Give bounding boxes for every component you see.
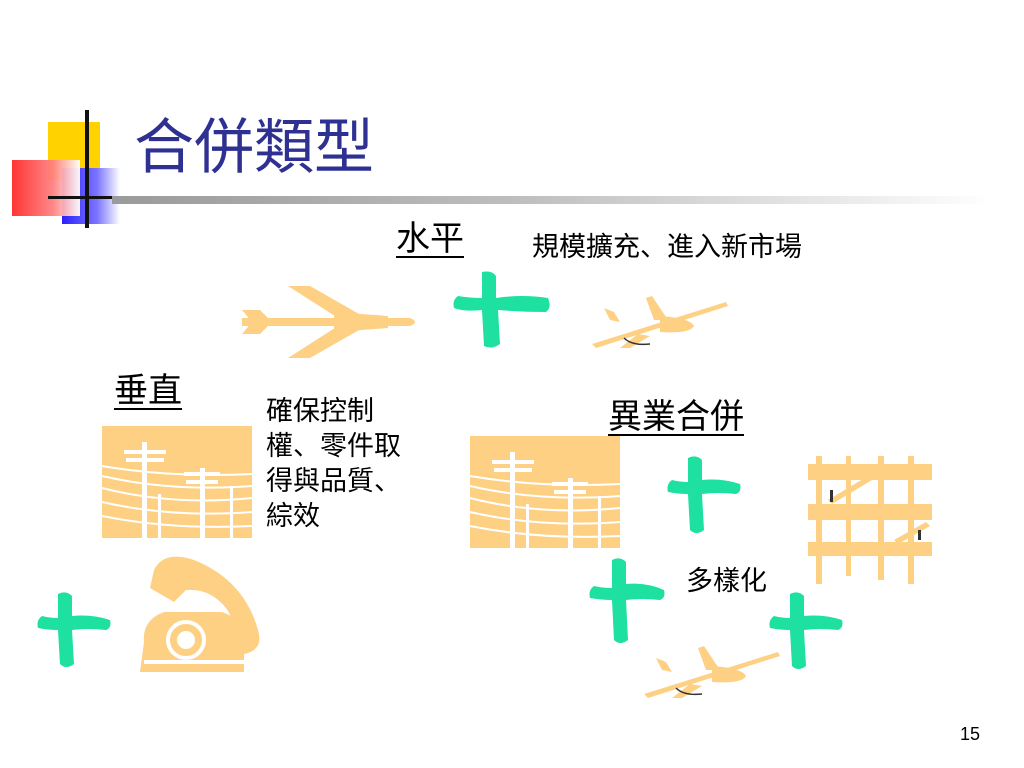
conglomerate-merger-description: 多樣化 — [686, 566, 767, 597]
plus-icon — [589, 558, 665, 643]
power-lines-icon — [101, 426, 253, 538]
conglomerate-merger-label: 異業合併 — [608, 397, 744, 437]
small-plane-icon — [644, 646, 780, 698]
plus-icon — [769, 592, 843, 669]
slide-logo-icon — [12, 110, 140, 228]
page-number: 15 — [960, 724, 981, 744]
scaffolding-icon — [808, 456, 932, 584]
slide-title: 合併類型 — [134, 113, 374, 183]
plus-icon — [37, 592, 111, 667]
horizontal-merger-description: 規模擴充、進入新市場 — [532, 232, 802, 263]
horizontal-merger-label: 水平 — [396, 219, 464, 259]
airplane-icon — [242, 286, 415, 358]
title-divider — [112, 196, 992, 204]
plus-icon — [667, 456, 741, 533]
power-lines-icon — [469, 436, 621, 548]
telephone-icon — [140, 556, 260, 672]
plus-icon — [453, 271, 550, 348]
small-plane-icon — [592, 296, 728, 348]
vertical-merger-label: 垂直 — [114, 371, 182, 411]
vertical-merger-description: 確保控制權、零件取得與品質、綜效 — [266, 396, 401, 532]
